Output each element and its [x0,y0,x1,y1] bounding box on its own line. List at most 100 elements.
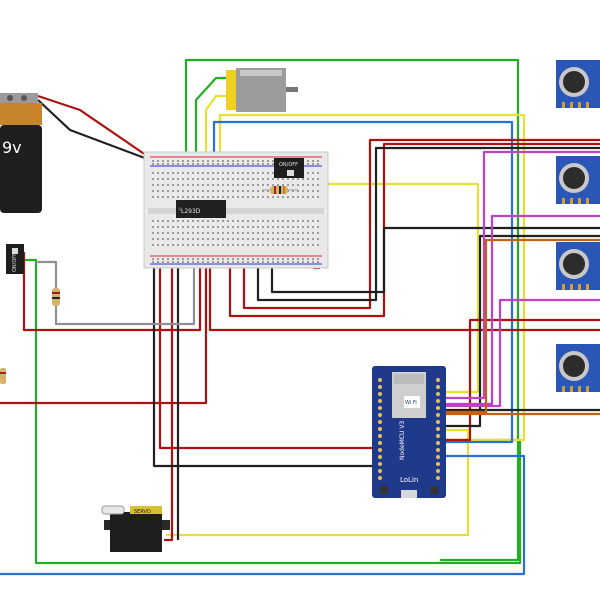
breadboard-hole [297,258,299,260]
breadboard-hole [222,220,224,222]
breadboard-hole [207,160,209,162]
breadboard-hole [177,220,179,222]
breadboard-hole [177,184,179,186]
breadboard-hole [157,163,159,165]
breadboard-hole [222,190,224,192]
breadboard-hole [267,220,269,222]
breadboard-hole [202,160,204,162]
nodemcu-board-label: NodeMCU V3 [399,421,406,460]
breadboard-hole [227,190,229,192]
breadboard-hole [247,160,249,162]
breadboard-hole [267,244,269,246]
breadboard-hole [282,232,284,234]
breadboard-hole [212,226,214,228]
breadboard-hole [302,238,304,240]
left-resistor-1 [52,282,60,312]
breadboard-hole [292,220,294,222]
breadboard-hole [197,220,199,222]
breadboard-hole [172,196,174,198]
wire-blue-top [212,120,514,444]
breadboard-hole [152,261,154,263]
breadboard-hole [292,258,294,260]
breadboard-hole [247,178,249,180]
breadboard-hole [292,261,294,263]
breadboard-hole [207,178,209,180]
breadboard-hole [207,238,209,240]
breadboard-hole [312,160,314,162]
breadboard-hole [317,220,319,222]
wire-yellow-motor [204,94,230,158]
sensor-pin [562,386,565,392]
breadboard-hole [212,244,214,246]
breadboard-hole [317,258,319,260]
breadboard-hole [192,261,194,263]
wire-yellow-servo [166,428,470,537]
breadboard-hole [267,160,269,162]
breadboard-hole [157,196,159,198]
breadboard-hole [167,172,169,174]
breadboard-hole [277,261,279,263]
breadboard-hole [252,238,254,240]
breadboard-hole [267,238,269,240]
breadboard-hole [227,178,229,180]
breadboard-hole [172,190,174,192]
breadboard-hole [262,172,264,174]
breadboard-hole [187,258,189,260]
breadboard-hole [172,226,174,228]
breadboard-hole [232,172,234,174]
breadboard-hole [187,190,189,192]
breadboard-hole [237,196,239,198]
nodemcu-pin-right [436,476,440,480]
breadboard-hole [162,261,164,263]
breadboard-hole [247,163,249,165]
breadboard-hole [197,226,199,228]
breadboard-hole [207,261,209,263]
breadboard-hole [192,190,194,192]
breadboard-hole [257,160,259,162]
breadboard-hole [242,226,244,228]
breadboard-hole [307,163,309,165]
breadboard-hole [297,238,299,240]
breadboard-hole [157,172,159,174]
breadboard-hole [167,238,169,240]
breadboard-hole [182,160,184,162]
nodemcu-pin-left [378,434,382,438]
breadboard-hole [307,178,309,180]
breadboard-hole [217,178,219,180]
breadboard-hole [297,261,299,263]
breadboard-hole [272,220,274,222]
nodemcu-pin-right [436,378,440,382]
breadboard-hole [297,184,299,186]
breadboard-hole [177,190,179,192]
breadboard-hole [187,226,189,228]
breadboard-hole [262,220,264,222]
breadboard-hole [162,220,164,222]
breadboard-hole [177,232,179,234]
breadboard-hole [217,261,219,263]
nodemcu-pcb [372,366,446,498]
breadboard-hole [207,244,209,246]
breadboard-hole [217,220,219,222]
breadboard-hole [237,172,239,174]
breadboard-hole [272,160,274,162]
breadboard-hole [242,244,244,246]
breadboard-hole [287,261,289,263]
breadboard-hole [292,196,294,198]
breadboard-hole [212,258,214,260]
breadboard-hole [162,160,164,162]
breadboard-hole [192,184,194,186]
ultrasonic-sensor-3 [556,242,600,290]
nodemcu-wifi-badge: Wi Fi [405,400,417,406]
breadboard-hole [242,190,244,192]
breadboard-hole [187,160,189,162]
breadboard-hole [157,220,159,222]
sensor-pin [570,102,573,108]
breadboard-hole [212,196,214,198]
breadboard-hole [267,163,269,165]
breadboard-hole [222,226,224,228]
breadboard-hole [272,226,274,228]
breadboard-hole [167,258,169,260]
motor-body-stripe [240,70,282,76]
breadboard-hole [192,160,194,162]
